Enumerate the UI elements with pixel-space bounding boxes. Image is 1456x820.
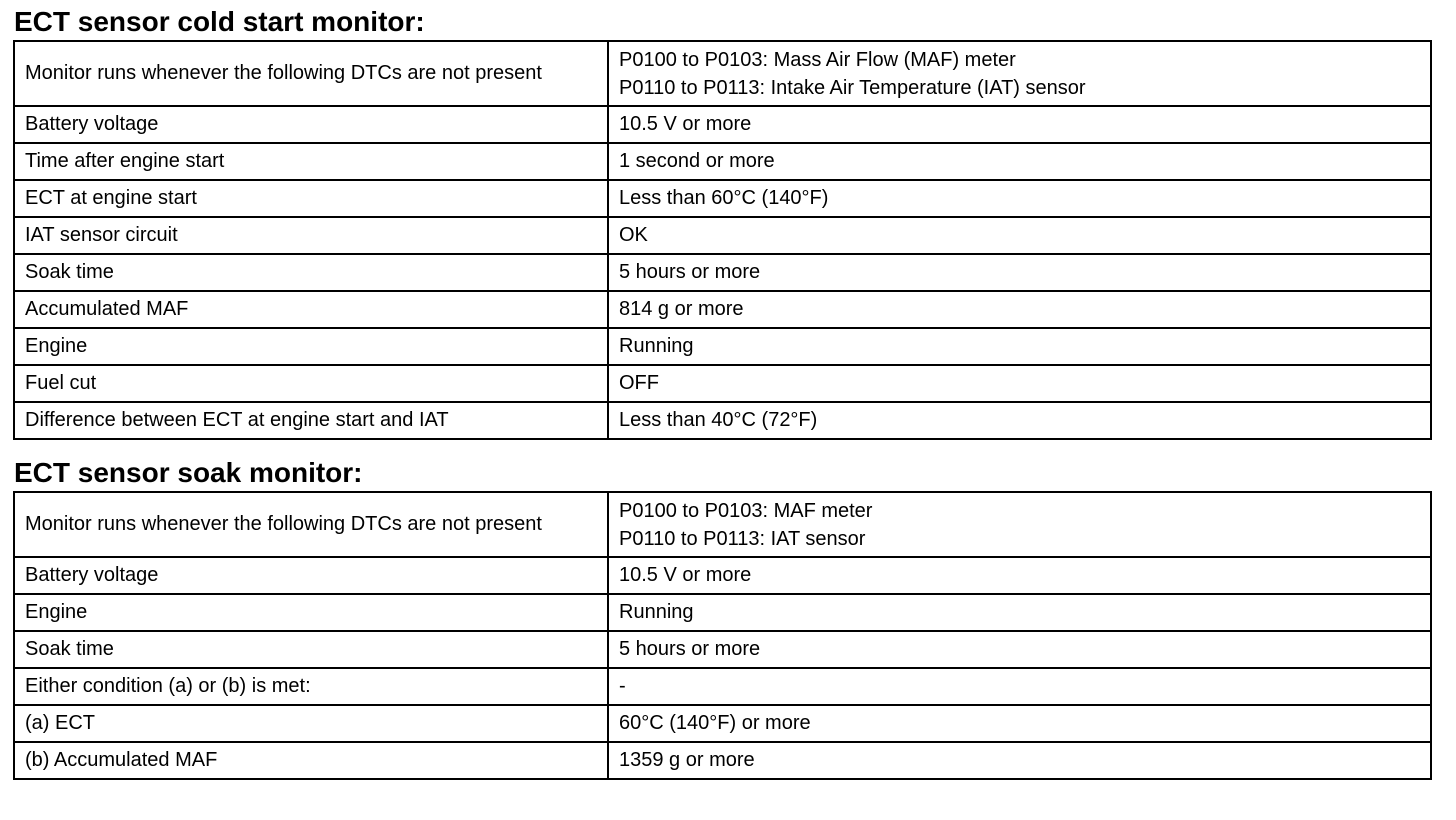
condition-label: Engine bbox=[13, 327, 609, 366]
condition-value: 1359 g or more bbox=[607, 741, 1432, 780]
table-row: Monitor runs whenever the following DTCs… bbox=[13, 491, 1432, 558]
condition-label: Monitor runs whenever the following DTCs… bbox=[13, 491, 609, 558]
condition-value: Less than 40°C (72°F) bbox=[607, 401, 1432, 440]
condition-value: P0100 to P0103: MAF meter P0110 to P0113… bbox=[607, 491, 1432, 558]
table-row: Either condition (a) or (b) is met: - bbox=[13, 667, 1432, 706]
condition-label: Either condition (a) or (b) is met: bbox=[13, 667, 609, 706]
condition-value: Less than 60°C (140°F) bbox=[607, 179, 1432, 218]
table-row: Battery voltage 10.5 V or more bbox=[13, 105, 1432, 144]
condition-label: Battery voltage bbox=[13, 105, 609, 144]
condition-value: OK bbox=[607, 216, 1432, 255]
condition-label: Difference between ECT at engine start a… bbox=[13, 401, 609, 440]
table-row: ECT at engine start Less than 60°C (140°… bbox=[13, 179, 1432, 218]
condition-value: Running bbox=[607, 593, 1432, 632]
section-heading-soak: ECT sensor soak monitor: bbox=[14, 457, 363, 488]
table-row: Soak time 5 hours or more bbox=[13, 630, 1432, 669]
table-row: Time after engine start 1 second or more bbox=[13, 142, 1432, 181]
table-row: Monitor runs whenever the following DTCs… bbox=[13, 40, 1432, 107]
table-row: Soak time 5 hours or more bbox=[13, 253, 1432, 292]
condition-value-line: P0110 to P0113: IAT sensor bbox=[619, 527, 866, 550]
condition-value: 1 second or more bbox=[607, 142, 1432, 181]
soak-conditions-table: Monitor runs whenever the following DTCs… bbox=[13, 491, 1432, 780]
table-row: Accumulated MAF 814 g or more bbox=[13, 290, 1432, 329]
table-row: Difference between ECT at engine start a… bbox=[13, 401, 1432, 440]
condition-value: OFF bbox=[607, 364, 1432, 403]
condition-label: (a) ECT bbox=[13, 704, 609, 743]
condition-label: Fuel cut bbox=[13, 364, 609, 403]
table-row: IAT sensor circuit OK bbox=[13, 216, 1432, 255]
condition-value: P0100 to P0103: Mass Air Flow (MAF) mete… bbox=[607, 40, 1432, 107]
table-row: (a) ECT 60°C (140°F) or more bbox=[13, 704, 1432, 743]
table-row: Fuel cut OFF bbox=[13, 364, 1432, 403]
condition-value: - bbox=[607, 667, 1432, 706]
condition-value: 5 hours or more bbox=[607, 630, 1432, 669]
condition-value: Running bbox=[607, 327, 1432, 366]
document-page: ECT sensor cold start monitor: Monitor r… bbox=[13, 4, 1432, 780]
condition-value: 814 g or more bbox=[607, 290, 1432, 329]
cold-start-conditions-table: Monitor runs whenever the following DTCs… bbox=[13, 40, 1432, 440]
condition-label: ECT at engine start bbox=[13, 179, 609, 218]
condition-label: Accumulated MAF bbox=[13, 290, 609, 329]
table-row: Engine Running bbox=[13, 327, 1432, 366]
condition-label: Soak time bbox=[13, 253, 609, 292]
condition-label: (b) Accumulated MAF bbox=[13, 741, 609, 780]
table-row: (b) Accumulated MAF 1359 g or more bbox=[13, 741, 1432, 780]
condition-value: 60°C (140°F) or more bbox=[607, 704, 1432, 743]
table-row: Engine Running bbox=[13, 593, 1432, 632]
condition-value-line: P0100 to P0103: MAF meter bbox=[619, 499, 873, 522]
condition-label: Engine bbox=[13, 593, 609, 632]
condition-label: Battery voltage bbox=[13, 556, 609, 595]
condition-label: IAT sensor circuit bbox=[13, 216, 609, 255]
condition-label: Soak time bbox=[13, 630, 609, 669]
condition-label: Time after engine start bbox=[13, 142, 609, 181]
condition-value: 10.5 V or more bbox=[607, 105, 1432, 144]
table-row: Battery voltage 10.5 V or more bbox=[13, 556, 1432, 595]
condition-value: 10.5 V or more bbox=[607, 556, 1432, 595]
condition-value-line: P0110 to P0113: Intake Air Temperature (… bbox=[619, 76, 1086, 99]
condition-value-line: P0100 to P0103: Mass Air Flow (MAF) mete… bbox=[619, 48, 1016, 71]
condition-label: Monitor runs whenever the following DTCs… bbox=[13, 40, 609, 107]
section-heading-cold-start: ECT sensor cold start monitor: bbox=[14, 6, 425, 37]
condition-value: 5 hours or more bbox=[607, 253, 1432, 292]
